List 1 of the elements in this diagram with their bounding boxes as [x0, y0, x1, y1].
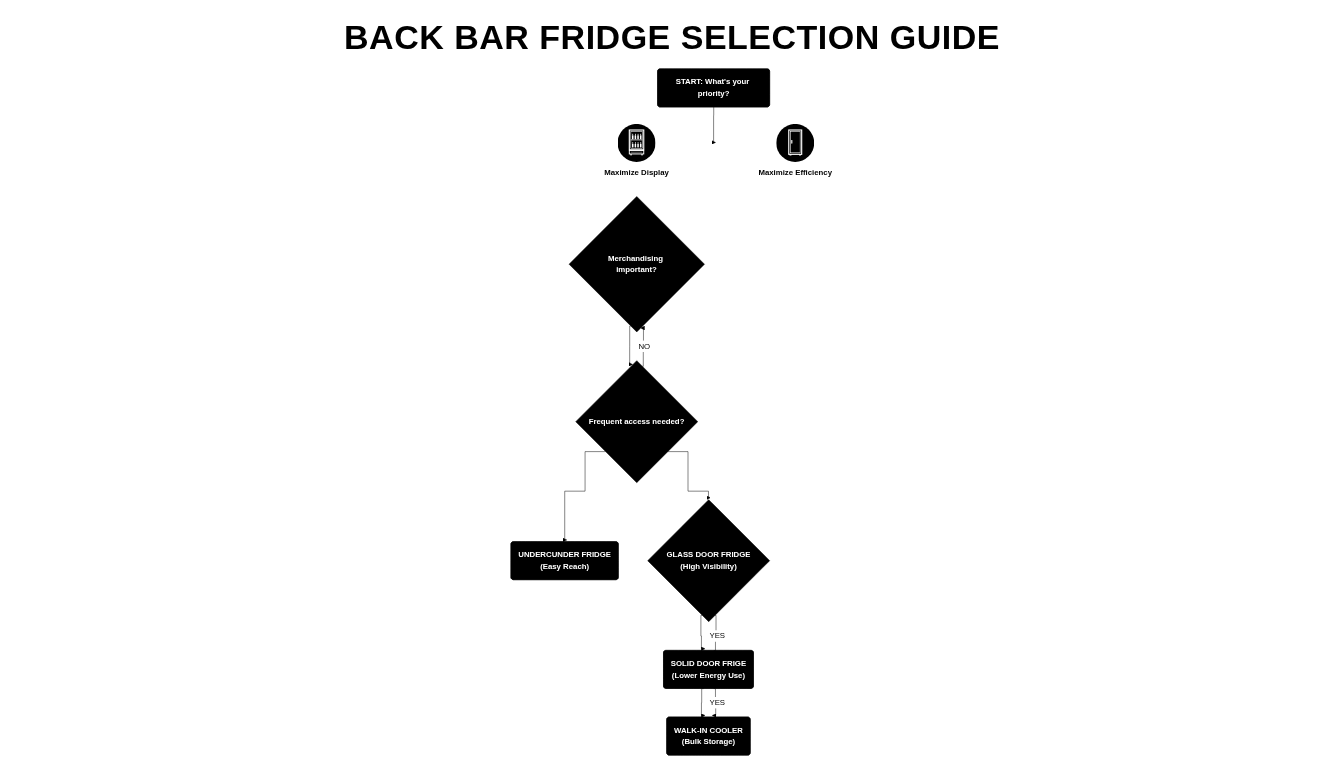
title: BACK BAR FRIDGE SELECTION GUIDE	[343, 17, 1001, 58]
